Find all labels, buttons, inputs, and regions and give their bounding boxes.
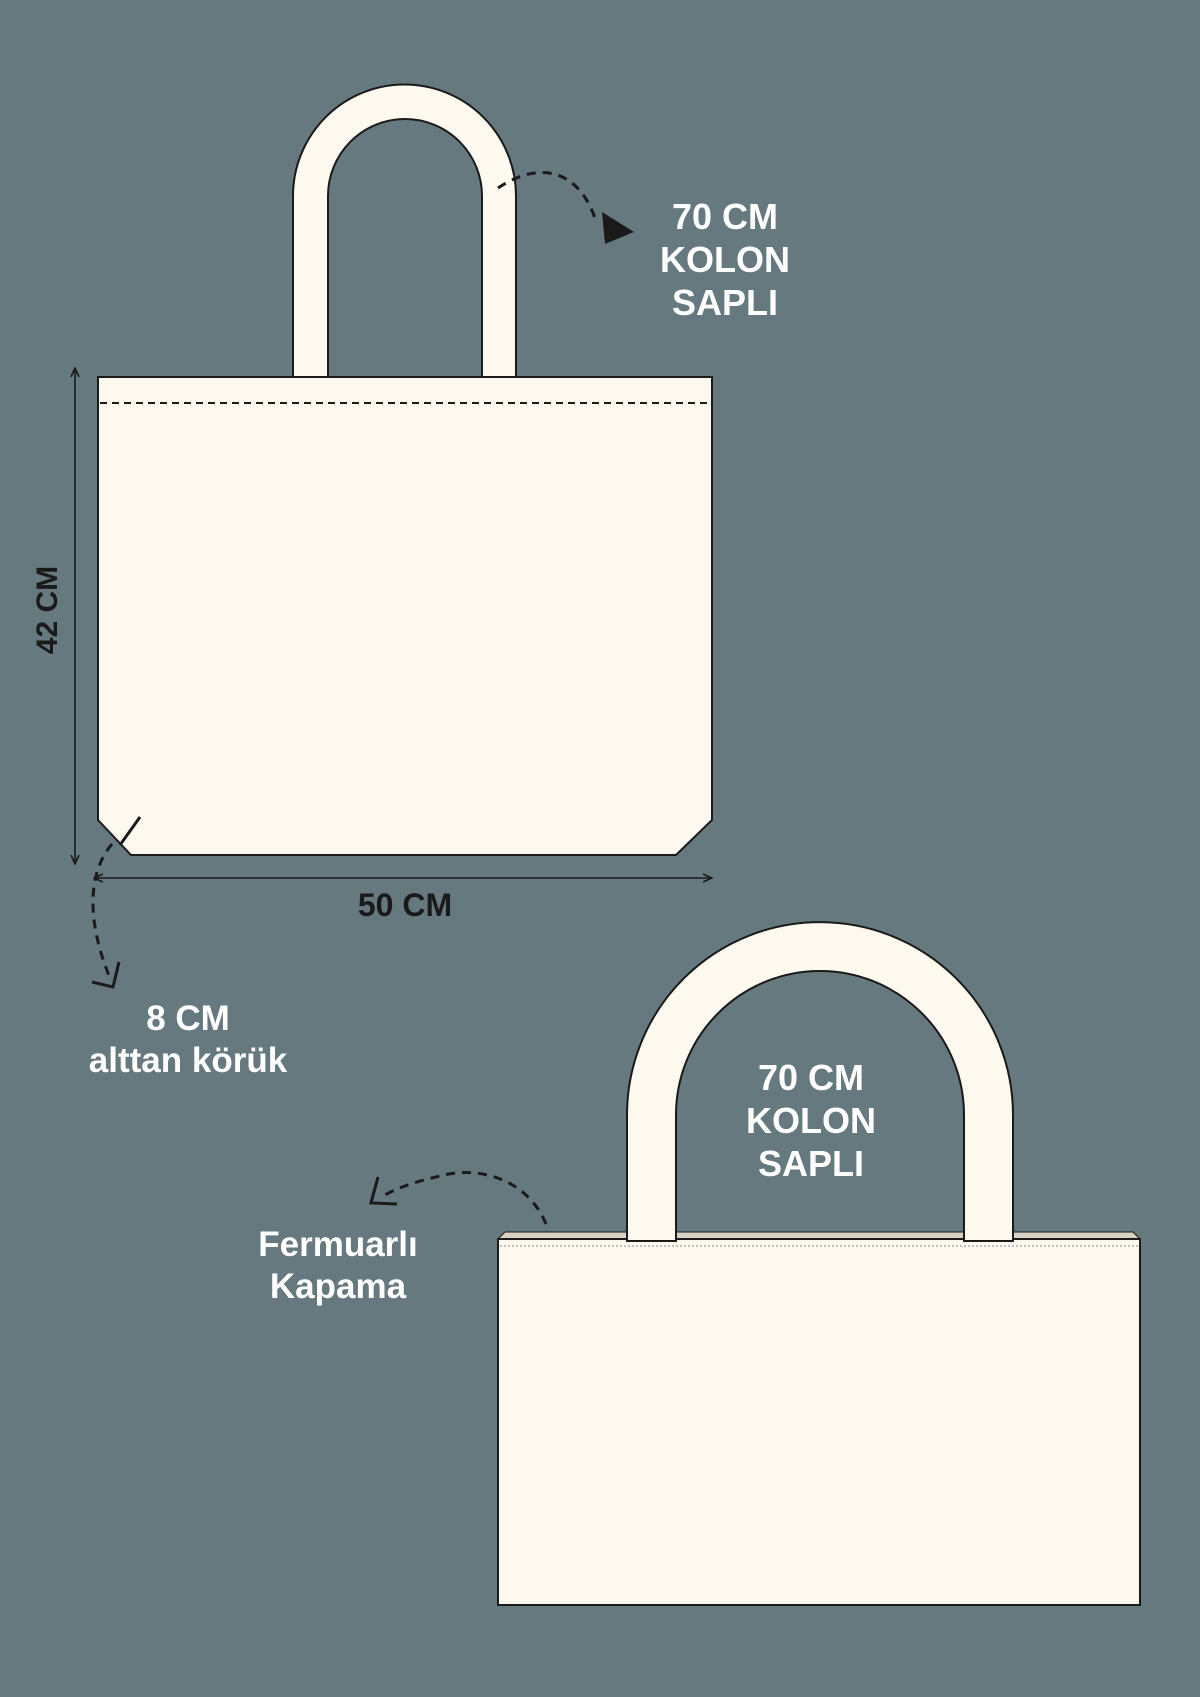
bottom-zipper-bag [496,921,1142,1606]
zipper-label: Fermuarlı Kapama [218,1224,458,1308]
top-bag-body [97,376,713,856]
bottom-handle-label: 70 CM KOLON SAPLI [698,1056,924,1186]
zipper-strip [496,1231,1142,1240]
top-handle-label: 70 CM KOLON SAPLI [612,195,838,325]
width-label: 50 CM [357,887,453,923]
handle-pointer-arrowhead-icon [602,212,634,244]
top-handle-type: KOLON [660,239,790,281]
zipper-pointer-arrowhead-icon [369,1176,398,1206]
gusset-fold-mark [118,816,142,846]
bottom-bag-body [497,1238,1141,1606]
zipper-subtitle: Kapama [269,1267,407,1306]
top-handle-length: 70 CM [671,196,779,237]
zipper-title: Fermuarlı [258,1225,418,1264]
gusset-label: 8 CM alttan körük [48,998,328,1082]
top-tote-bag [97,83,713,856]
top-bag-handle [292,83,517,378]
bottom-handle-suffix: SAPLI [757,1143,864,1185]
gusset-pointer-arrowhead-icon [91,961,121,989]
gusset-pointer-arrow-icon [91,843,114,979]
gusset-size: 8 CM [146,999,230,1038]
gusset-description: alttan körük [88,1041,288,1080]
height-label: 42 CM [31,565,64,655]
bottom-bag-handle [626,921,1014,1242]
bottom-handle-type: KOLON [746,1100,876,1142]
top-handle-suffix: SAPLI [671,282,778,324]
bottom-handle-length: 70 CM [757,1057,865,1098]
zipper-pointer-arrow-icon [379,1171,548,1225]
